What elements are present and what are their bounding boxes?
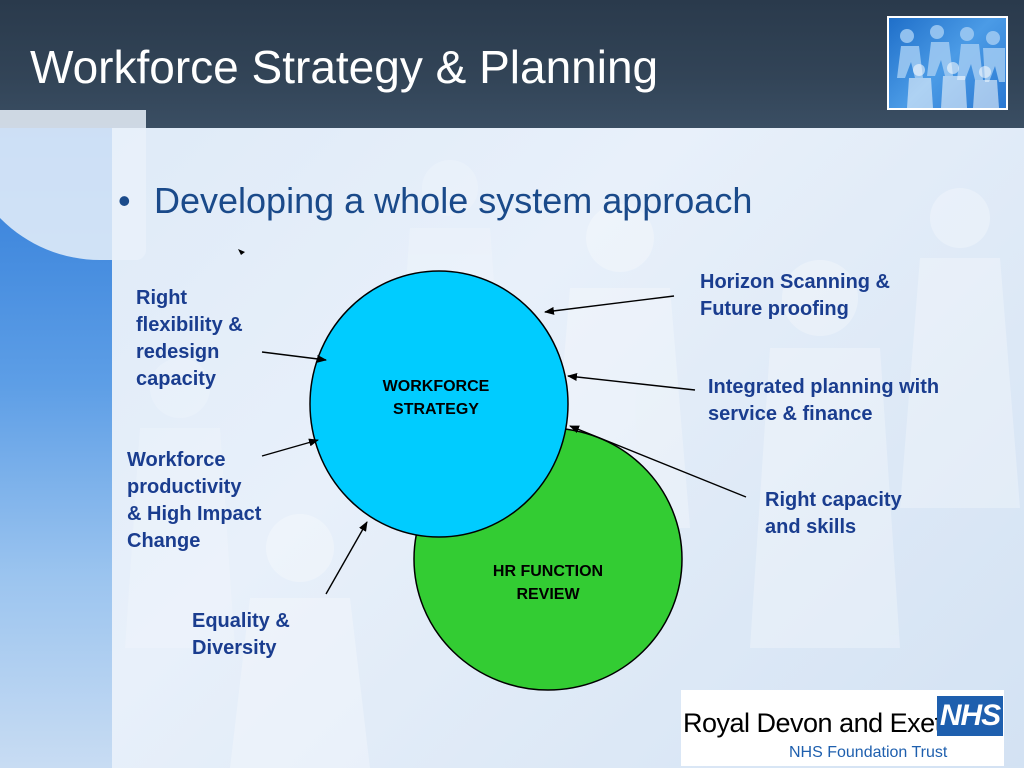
label-line: Change	[127, 530, 201, 552]
label-line: Right capacity	[765, 489, 902, 511]
bullet-point: • Developing a whole system approach	[118, 180, 752, 222]
org-subtitle: NHS Foundation Trust	[789, 744, 948, 761]
nhs-badge: NHS	[937, 696, 1003, 736]
label-line: redesign	[136, 341, 220, 363]
label-right-capacity: Right capacity and skills	[765, 487, 902, 541]
label-right-flexibility: Right flexibility & redesign capacity	[136, 285, 243, 393]
label-horizon-scanning: Horizon Scanning & Future proofing	[700, 269, 890, 323]
label-line: Future proofing	[700, 298, 849, 320]
workforce-strategy-label-line: WORKFORCE	[382, 378, 490, 395]
label-workforce-productivity: Workforce productivity & High Impact Cha…	[127, 447, 261, 555]
label-line: Workforce	[127, 449, 226, 471]
arrow-integrated-planning	[567, 373, 696, 391]
hr-function-review-label-line: HR FUNCTION	[492, 563, 604, 580]
people-chain-image	[887, 16, 1008, 110]
label-line: and skills	[765, 516, 857, 538]
arrow-workforce-productivity	[261, 438, 319, 457]
label-equality-diversity: Equality & Diversity	[192, 608, 290, 662]
label-line: Diversity	[192, 637, 277, 659]
label-line: flexibility &	[136, 314, 243, 336]
hr-function-review-label: HR FUNCTION REVIEW	[473, 560, 623, 606]
label-line: & High Impact	[127, 503, 262, 525]
label-line: Integrated planning with	[708, 376, 940, 398]
arrow-right-capacity	[569, 425, 747, 498]
decorative-arc	[0, 110, 146, 260]
slide-header: Workforce Strategy & Planning	[0, 0, 1024, 128]
workforce-strategy-label: WORKFORCE STRATEGY	[366, 375, 506, 421]
label-line: Equality &	[192, 610, 290, 632]
workforce-strategy-label-line: STRATEGY	[393, 401, 479, 418]
org-name: Royal Devon and Exeter	[683, 708, 965, 738]
label-line: productivity	[127, 476, 242, 498]
bullet-marker: •	[118, 180, 131, 221]
hr-function-review-label-line: REVIEW	[516, 586, 580, 603]
label-integrated-planning: Integrated planning with service & finan…	[708, 374, 939, 428]
people-chain-icon	[895, 25, 1005, 108]
arrow-right-flexibility	[261, 351, 327, 363]
bullet-text: Developing a whole system approach	[154, 180, 753, 221]
trust-logo: Royal Devon and Exeter NHS Foundation Tr…	[681, 690, 1004, 766]
label-line: Horizon Scanning &	[700, 271, 890, 293]
arrow-equality-diversity	[325, 521, 368, 595]
label-line: service & finance	[708, 403, 873, 425]
label-line: Right	[136, 287, 188, 309]
arrow-horizon-scanning	[544, 295, 675, 315]
label-line: capacity	[136, 368, 217, 390]
stray-arrowhead	[238, 249, 245, 255]
workforce-strategy-circle	[309, 270, 569, 538]
slide-title: Workforce Strategy & Planning	[30, 41, 659, 93]
